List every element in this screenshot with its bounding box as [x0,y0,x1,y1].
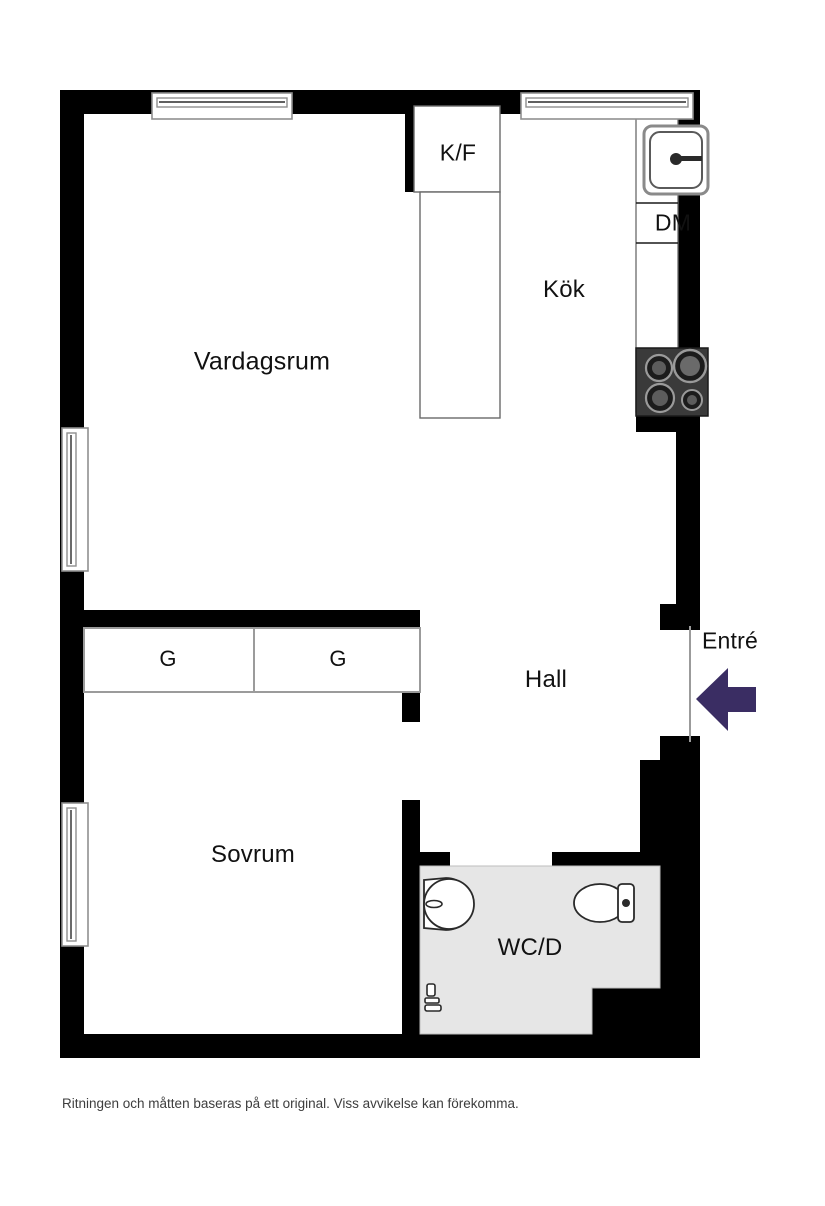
wall-right-jog-upper [660,604,700,630]
entrance-arrow-shape [696,668,756,731]
fixture-label-kf: K/F [439,139,477,166]
room-label-entre: Entré [702,627,758,654]
room-label-sovrum: Sovrum [211,841,295,868]
washbasin-tap [425,899,443,909]
tap-icon [424,983,442,1012]
room-label-wc: WC/D [497,934,563,961]
wall-right-jog-lower [660,736,700,762]
tap-body-2 [424,1004,442,1012]
room-label-kok: Kök [543,276,585,303]
fixture-label-dm: DM [654,209,692,236]
toilet-flush [622,899,630,907]
tap-head [426,983,436,997]
window-top-left [151,92,293,120]
tap-body-1 [424,997,440,1004]
sink-icon [642,124,710,196]
toilet-icon [573,883,635,923]
sink-faucet [676,156,702,161]
disclaimer-caption: Ritningen och måtten baseras på ett orig… [62,1096,519,1111]
room-label-vardagsrum: Vardagsrum [193,347,331,376]
wall-wardrobe-top [72,610,420,628]
window-left-upper [61,427,89,572]
room-label-hall: Hall [524,666,568,693]
kf-cabinet-box [413,105,501,193]
kitchen-counter-column [419,191,501,419]
window-left-lower [61,802,89,947]
washbasin-icon [423,877,475,931]
wall-wc-corner-block [592,988,662,1058]
wall-wc-top-left [420,852,450,868]
wall-bedroom-right [402,800,420,1036]
wardrobe-block [83,627,421,693]
wardrobe-group [83,627,421,693]
stove-icon [635,347,709,417]
stove-burner-3-center [652,390,668,406]
stove-burner-2-center [680,356,700,376]
window-top-right [520,92,694,120]
kf-cabinet-group [413,105,501,419]
fixture-label-wardrobe-2: G [329,646,347,671]
fixture-label-wardrobe-1: G [159,646,177,671]
wall-kitchen-bottom [636,412,700,432]
stove-burner-1-center [652,361,666,375]
arrow-left-icon [696,668,756,731]
washbasin-bowl [423,878,475,930]
stove-burner-4-center [687,395,697,405]
wall-wc-top-right [552,852,660,868]
